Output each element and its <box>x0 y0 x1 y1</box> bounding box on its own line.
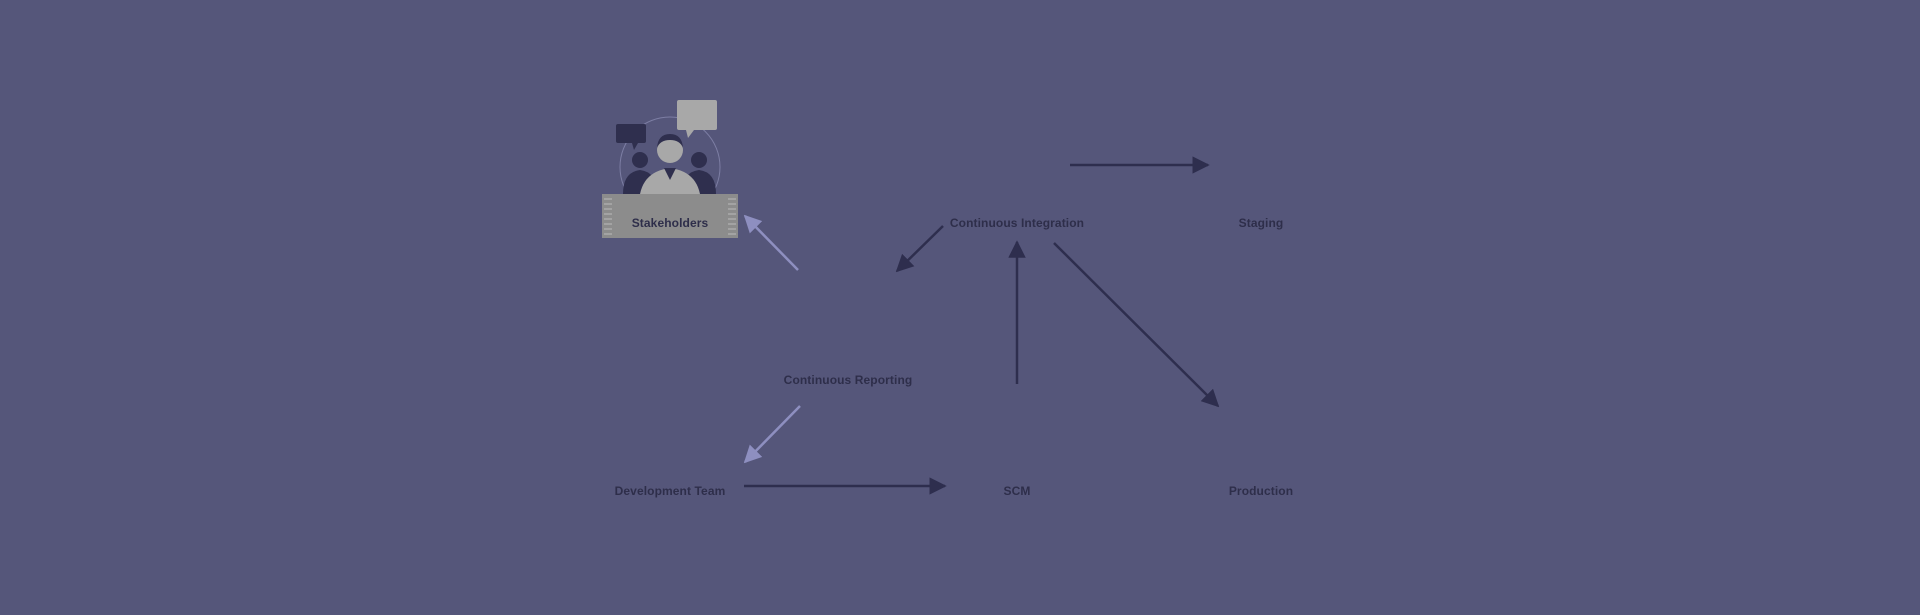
node-stakeholders <box>602 100 738 238</box>
edge-ci-to-production <box>1053 242 1220 408</box>
production-label: Production <box>1228 484 1294 498</box>
scm-label: SCM <box>1003 484 1031 498</box>
speech-bubbles-icon <box>616 100 717 150</box>
edge-reporting-to-devteam <box>743 405 801 464</box>
edge-reporting-to-stakeholders <box>743 214 799 271</box>
edges <box>743 156 1220 495</box>
staging-label: Staging <box>1238 216 1284 230</box>
development-team-label: Development Team <box>614 484 726 498</box>
continuous-reporting-label: Continuous Reporting <box>783 373 913 387</box>
edge-ci-to-reporting <box>895 225 944 273</box>
people-group-icon <box>623 134 716 205</box>
continuous-integration-label: Continuous Integration <box>949 216 1085 230</box>
stakeholders-label: Stakeholders <box>631 216 709 230</box>
